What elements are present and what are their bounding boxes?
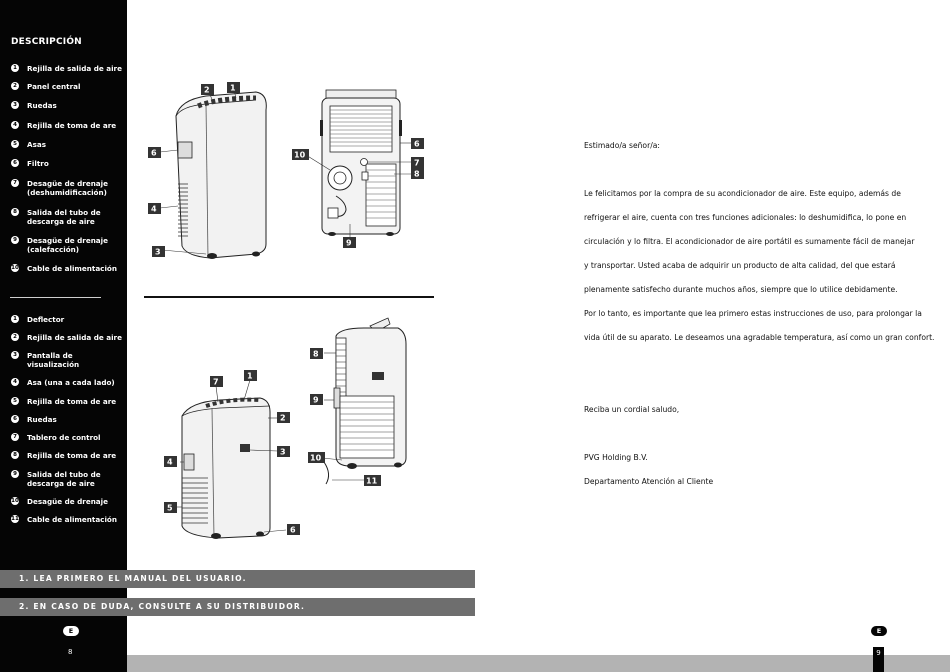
unit-front-illustration-2: 7 1 2 4 3 5 6	[164, 370, 300, 539]
sidebar-title: DESCRIPCIÓN	[11, 37, 82, 47]
item-number-icon: 7	[11, 179, 19, 187]
unit-side-illustration: 8 9 10 11	[308, 317, 407, 486]
item-number-icon: 10	[11, 264, 19, 272]
callout-label: 4	[151, 205, 157, 214]
sidebar-divider	[10, 297, 101, 298]
letter-line: refrigerar el aire, cuenta con tres func…	[584, 213, 907, 222]
notice-text: 2. EN CASO DE DUDA, CONSULTE A SU DISTRI…	[19, 602, 306, 611]
callout-label: 9	[346, 239, 352, 248]
item-number-icon: 9	[11, 236, 19, 244]
letter-line: circulación y lo filtra. El acondicionad…	[584, 237, 915, 246]
item-number-icon: 1	[11, 315, 19, 323]
item-number-icon: 2	[11, 333, 19, 341]
callout-label: 9	[313, 396, 319, 405]
item-number-icon: 1	[11, 64, 19, 72]
callout-label: 10	[294, 151, 306, 160]
callout-label: 3	[280, 448, 286, 457]
callout-label: 7	[213, 378, 219, 387]
item-number-icon: 6	[11, 159, 19, 167]
callout-label: 10	[310, 454, 322, 463]
callout-label: 6	[151, 149, 157, 158]
callout-label: 5	[167, 504, 173, 513]
section-divider	[144, 296, 434, 298]
footer-strip	[127, 655, 950, 672]
item-number-icon: 10	[11, 497, 19, 505]
callout-label: 1	[230, 84, 236, 93]
callout-label: 2	[280, 414, 286, 423]
item-number-icon: 8	[11, 451, 19, 459]
item-number-icon: 5	[11, 397, 19, 405]
callout-label: 6	[290, 526, 296, 535]
item-number-icon: 6	[11, 415, 19, 423]
page-number: 9	[873, 647, 884, 672]
letter-greeting: Estimado/a señor/a:	[584, 141, 660, 150]
callout-label: 6	[414, 140, 420, 149]
item-number-icon: 9	[11, 470, 19, 478]
item-number-icon: 8	[11, 208, 19, 216]
item-number-icon: 2	[11, 82, 19, 90]
letter-line: plenamente satisfecho durante muchos año…	[584, 285, 898, 294]
item-number-icon: 7	[11, 433, 19, 441]
callout-label: 3	[155, 248, 161, 257]
letter-department: Departamento Atención al Cliente	[584, 477, 714, 486]
letter-line: Por lo tanto, es importante que lea prim…	[584, 309, 922, 318]
page-number: 8	[68, 648, 73, 656]
letter-line: vida útil de su aparato. Le deseamos una…	[584, 333, 935, 342]
unit-front-illustration: 2 1 6 4 3	[148, 82, 267, 259]
language-badge: E	[871, 626, 887, 636]
callout-label: 4	[167, 458, 173, 467]
callout-label: 2	[204, 86, 210, 95]
callout-label: 1	[247, 372, 253, 381]
letter-company: PVG Holding B.V.	[584, 453, 648, 462]
item-number-icon: 3	[11, 101, 19, 109]
letter-line: y transportar. Usted acaba de adquirir u…	[584, 261, 896, 270]
notice-bar: 1. LEA PRIMERO EL MANUAL DEL USUARIO.	[0, 570, 475, 588]
letter-line: Le felicitamos por la compra de su acond…	[584, 189, 901, 198]
callout-label: 7	[414, 159, 420, 168]
callout-label: 11	[366, 477, 378, 486]
item-number-icon: 5	[11, 140, 19, 148]
notice-bar: 2. EN CASO DE DUDA, CONSULTE A SU DISTRI…	[0, 598, 475, 616]
callout-label: 8	[313, 350, 319, 359]
language-badge: E	[63, 626, 79, 636]
letter-closing: Reciba un cordial saludo,	[584, 405, 680, 414]
item-number-icon: 4	[11, 378, 19, 386]
notice-text: 1. LEA PRIMERO EL MANUAL DEL USUARIO.	[19, 574, 247, 583]
callout-label: 8	[414, 170, 420, 179]
item-number-icon: 11	[11, 515, 19, 523]
unit-back-illustration: 6 10 7 8 9	[292, 89, 424, 248]
item-number-icon: 3	[11, 351, 19, 359]
item-number-icon: 4	[11, 121, 19, 129]
